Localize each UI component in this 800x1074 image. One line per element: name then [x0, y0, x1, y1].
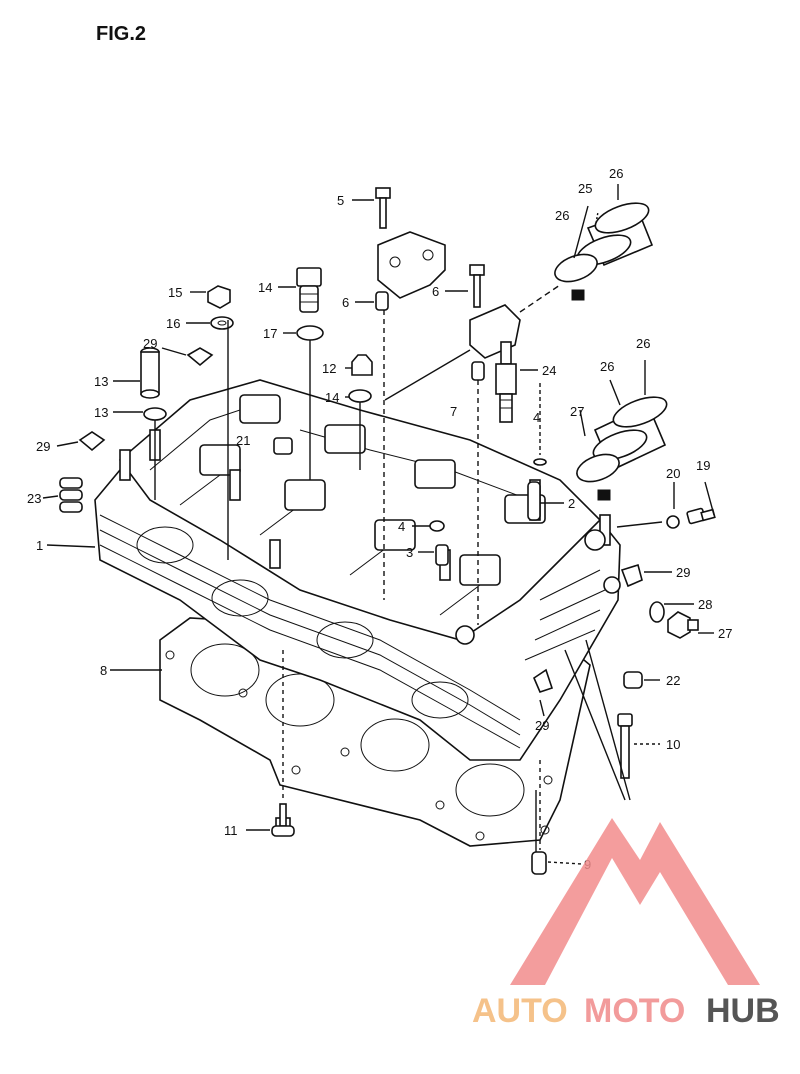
intake-pipe-25	[576, 396, 668, 501]
callout-5: 5	[337, 193, 344, 208]
callout-15: 15	[168, 285, 182, 300]
callout-1: 1	[36, 538, 43, 553]
watermark-triangle-icon	[510, 818, 760, 985]
callout-13: 14	[325, 390, 339, 405]
dowel-8	[531, 851, 547, 875]
dowel-pin-6	[375, 291, 389, 311]
callout-3: 3	[406, 545, 413, 560]
washer-19	[666, 515, 680, 529]
washer-13b	[348, 389, 372, 403]
callout-26: 26	[555, 208, 569, 223]
cap-21	[623, 671, 643, 689]
callout-9: 10	[666, 737, 680, 752]
bolt-5-upper	[375, 187, 391, 229]
bolt-5-lower	[469, 264, 485, 308]
plug-29d	[533, 668, 554, 693]
callout-29: 29	[535, 718, 549, 733]
callout-12: 13	[94, 374, 108, 389]
leader-lines	[42, 184, 715, 865]
cap-nut-11	[351, 354, 373, 376]
plug-20	[273, 437, 293, 455]
callout-26: 26	[609, 166, 623, 181]
callout-29: 29	[36, 439, 50, 454]
callout-20: 21	[236, 433, 250, 448]
bolt-9	[617, 713, 633, 779]
callout-22: 23	[27, 491, 41, 506]
plug-29b	[78, 431, 106, 452]
o-ring	[296, 325, 324, 341]
callout-28: 28	[698, 597, 712, 612]
callout-4: 4	[533, 410, 540, 425]
callout-labels: 5 6 6 7 14 15 16 17 12 29 13 13 14 29 21…	[27, 166, 732, 872]
camshaft-holder	[377, 231, 521, 359]
screw-18	[686, 507, 716, 525]
spark-plug	[495, 341, 517, 423]
watermark-text-auto: AUTO	[472, 992, 568, 1030]
callout-26: 27	[570, 404, 584, 419]
callout-29: 29	[143, 336, 157, 351]
watermark-text-hub: HUB	[706, 992, 780, 1030]
dowel-pin-6b	[471, 361, 485, 381]
callout-27: 27	[718, 626, 732, 641]
washer-13	[143, 407, 167, 421]
callout-21: 22	[666, 673, 680, 688]
washer-16	[210, 316, 234, 330]
seal-22	[59, 477, 83, 513]
callout-10: 11	[224, 823, 238, 838]
watermark-text: AUTO MOTO HUB	[472, 992, 780, 1030]
plug-29a	[186, 347, 214, 367]
watermark-inner-icon	[575, 895, 650, 955]
clip-4b	[429, 520, 445, 532]
callout-17: 17	[263, 326, 277, 341]
plug-29c	[620, 563, 643, 588]
guide-3	[435, 544, 449, 566]
callout-19: 20	[666, 466, 680, 481]
gasket-28	[649, 601, 665, 623]
callout-7: 8	[100, 663, 107, 678]
watermark-text-moto: MOTO	[584, 992, 685, 1030]
figure-title: FIG.2	[96, 23, 146, 45]
callout-16: 16	[166, 316, 180, 331]
tensioner-adjuster	[296, 267, 322, 313]
callout-18: 19	[696, 458, 710, 473]
callout-13: 13	[94, 405, 108, 420]
callout-2: 2	[568, 496, 575, 511]
bolt-10	[271, 803, 295, 837]
watermark-logo	[510, 818, 760, 985]
callout-4: 4	[398, 519, 405, 534]
callout-23: 24	[542, 363, 556, 378]
clip-4	[533, 458, 547, 466]
callout-25: 26	[600, 359, 614, 374]
intake-pipe-24	[554, 202, 654, 301]
callout-6: 7	[450, 404, 457, 419]
callout-24: 25	[578, 181, 592, 196]
callout-29: 29	[676, 565, 690, 580]
callout-14: 14	[258, 280, 272, 295]
pipe-2	[527, 481, 541, 521]
plug-bolt-27	[667, 611, 699, 639]
cylinder-head	[94, 379, 621, 761]
callout-6: 6	[342, 295, 349, 310]
nut-15	[207, 285, 231, 309]
sleeve-12	[140, 347, 160, 399]
callout-26: 26	[636, 336, 650, 351]
callout-11: 12	[322, 361, 336, 376]
callout-5: 6	[432, 284, 439, 299]
